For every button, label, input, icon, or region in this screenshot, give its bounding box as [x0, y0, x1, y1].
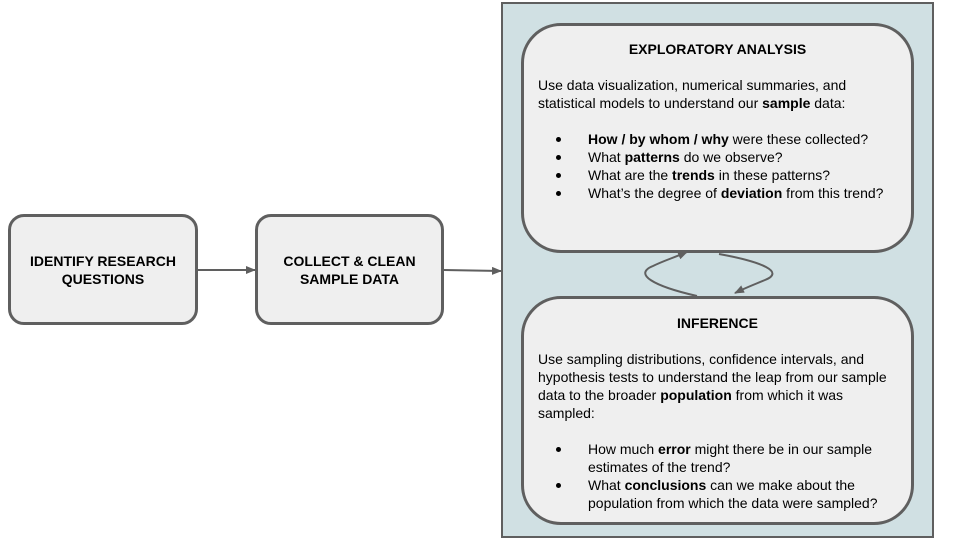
emphasis-text: sample	[762, 95, 811, 111]
text-run: What	[588, 149, 625, 165]
question-item: What conclusions can we make about the p…	[538, 476, 899, 512]
text-run: What’s the degree of	[588, 185, 721, 201]
exploratory-intro: Use data visualization, numerical summar…	[538, 76, 897, 112]
bullet-icon	[556, 173, 561, 178]
question-item: How / by whom / why were these collected…	[538, 130, 899, 148]
bullet-icon	[556, 137, 561, 142]
question-item: How much error might there be in our sam…	[538, 440, 899, 476]
question-item: What are the trends in these patterns?	[538, 166, 899, 184]
text-run: do we observe?	[679, 149, 783, 165]
collect-label: COLLECT & CLEAN SAMPLE DATA	[283, 252, 416, 287]
emphasis-text: How / by whom / why	[588, 131, 729, 147]
cycle-arrows	[644, 251, 774, 297]
question-item: What’s the degree of deviation from this…	[538, 184, 899, 202]
emphasis-text: population	[660, 387, 732, 403]
text-run: What are the	[588, 167, 673, 183]
emphasis-text: conclusions	[624, 477, 707, 493]
emphasis-text: trends	[672, 167, 715, 183]
inference-title: INFERENCE	[677, 315, 758, 331]
text-run: from this trend?	[782, 185, 884, 201]
question-item: What patterns do we observe?	[538, 148, 899, 166]
cycle-arrow-down	[718, 253, 774, 294]
bullet-icon	[556, 155, 561, 160]
bullet-icon	[556, 483, 561, 488]
text-run: might there be in our sample estimates o…	[588, 441, 873, 475]
bullet-icon	[556, 191, 561, 196]
emphasis-text: patterns	[624, 149, 680, 165]
text-run: can we make about the population from wh…	[588, 477, 878, 511]
analysis-panel: EXPLORATORY ANALYSIS Use data visualizat…	[501, 2, 934, 538]
cycle-arrow-up	[644, 251, 698, 297]
text-run: in these patterns?	[714, 167, 831, 183]
text-run: Use data visualization, numerical summar…	[538, 77, 847, 111]
exploratory-analysis-card: EXPLORATORY ANALYSIS Use data visualizat…	[521, 23, 914, 253]
arrow-collect-to-analysis	[443, 266, 502, 275]
text-run: Use sampling distributions, confidence i…	[538, 351, 887, 403]
bullet-icon	[556, 447, 561, 452]
emphasis-text: error	[658, 441, 691, 457]
inference-questions: How much error might there be in our sam…	[538, 440, 899, 512]
emphasis-text: deviation	[720, 185, 783, 201]
exploratory-questions: How / by whom / why were these collected…	[538, 130, 899, 202]
text-run: How much	[588, 441, 659, 457]
identify-research-questions-box: IDENTIFY RESEARCH QUESTIONS	[8, 214, 198, 325]
text-run: were these collected?	[728, 131, 869, 147]
inference-intro: Use sampling distributions, confidence i…	[538, 350, 897, 422]
inference-card: INFERENCE Use sampling distributions, co…	[521, 296, 914, 525]
collect-clean-box: COLLECT & CLEAN SAMPLE DATA	[255, 214, 444, 325]
text-run: data:	[810, 95, 846, 111]
text-run: from which it was sampled:	[538, 387, 843, 421]
exploratory-title: EXPLORATORY ANALYSIS	[628, 41, 807, 57]
identify-label: IDENTIFY RESEARCH QUESTIONS	[30, 252, 176, 287]
text-run: What	[588, 477, 625, 493]
